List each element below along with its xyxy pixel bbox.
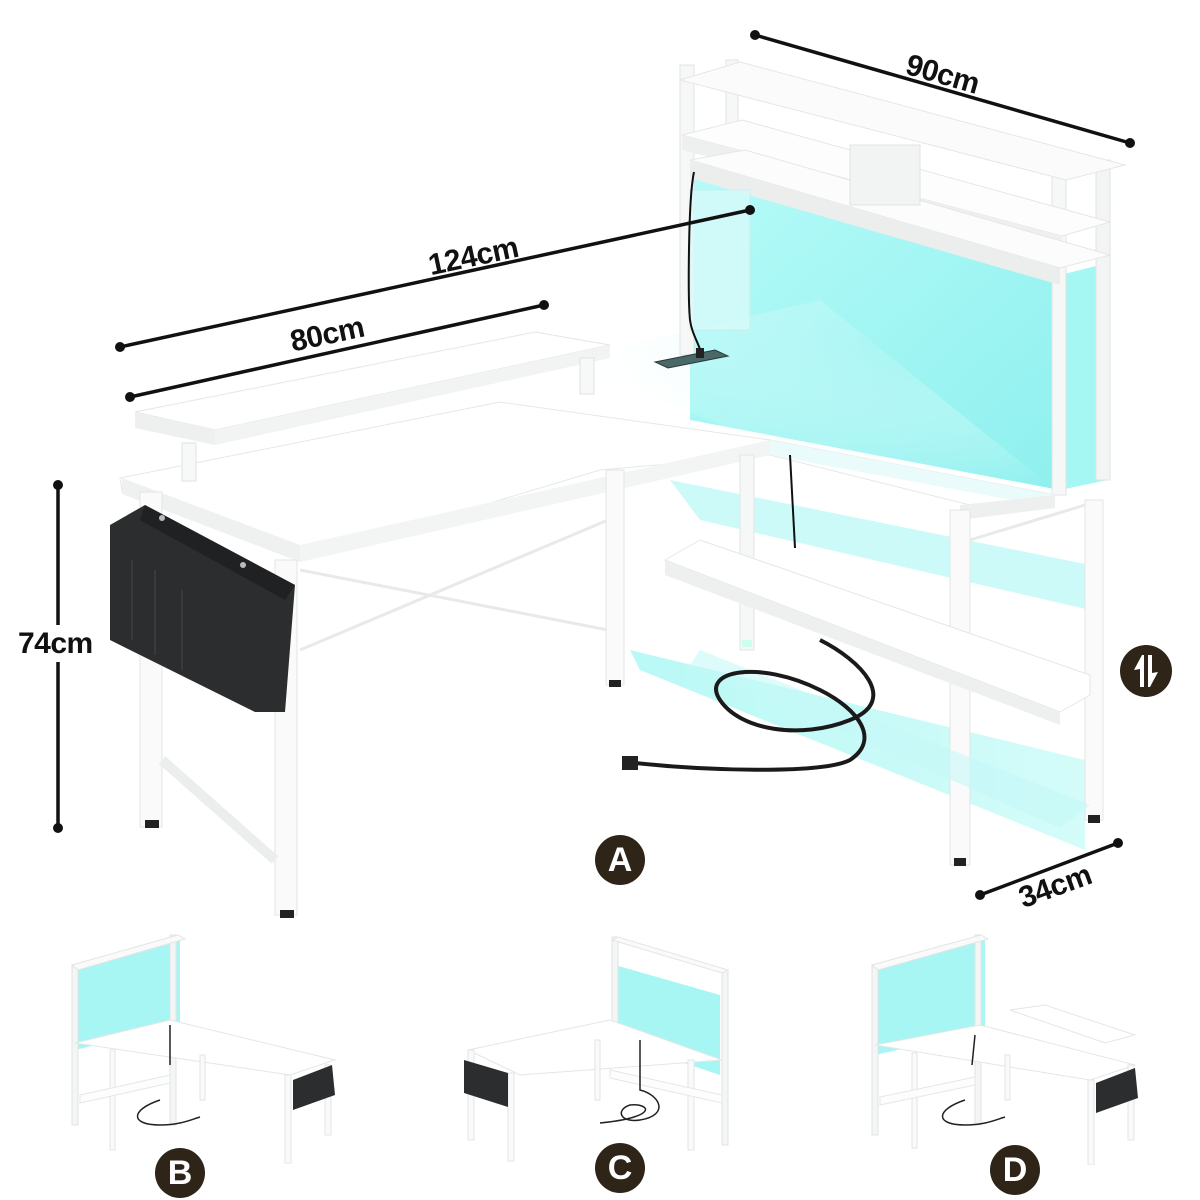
config-badge-c: C [595, 1143, 645, 1193]
dimension-label-height: 74cm [18, 627, 93, 660]
config-badge-b: B [155, 1148, 205, 1198]
config-badge-d: D [990, 1145, 1040, 1195]
desk-illustration-b [70, 934, 337, 1164]
config-badge-a: A [595, 835, 645, 885]
dimension-lines [53, 30, 1135, 900]
desk-illustration-c [464, 936, 730, 1162]
swap-arrows-icon [1120, 645, 1172, 697]
desk-illustration-d [870, 934, 1138, 1165]
